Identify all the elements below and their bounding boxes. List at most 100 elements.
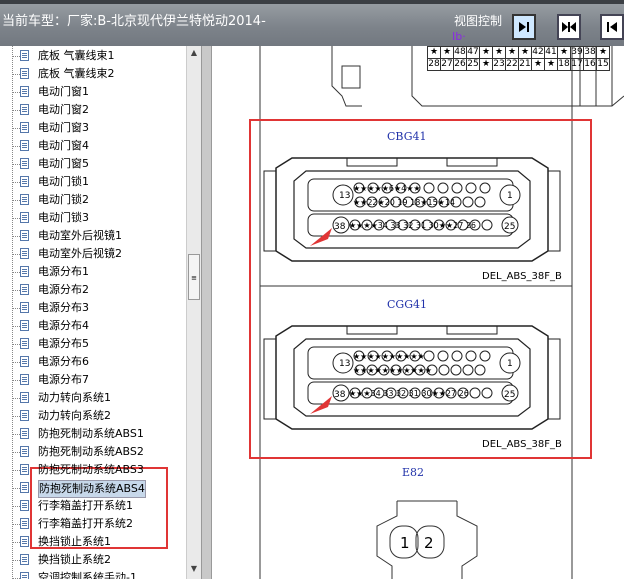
tree-connector-line (12, 110, 20, 111)
pin-cell: 23 (492, 58, 506, 71)
pin-hole (438, 196, 450, 208)
scroll-up-icon[interactable]: ▲ (190, 48, 198, 57)
pin-cell: ★ (479, 46, 493, 59)
view-next-button[interactable] (512, 14, 536, 40)
pin-cell: 26 (453, 58, 467, 71)
tree-item[interactable]: 电动门锁2 (38, 193, 89, 206)
pin-hole (465, 350, 477, 362)
tree-item[interactable]: 电源分布2 (38, 283, 89, 296)
pin-hole (433, 387, 445, 399)
pin-hole (366, 364, 378, 376)
tree-item[interactable]: 空调控制系统手动-1 (38, 571, 137, 579)
pin-hole (373, 219, 385, 231)
key-top-left (346, 157, 398, 167)
connector-inner (293, 338, 531, 417)
tree-item[interactable]: 换挡锁止系统1 (38, 535, 111, 548)
pin-hole (395, 350, 407, 362)
pin-hole (414, 364, 426, 376)
tree-item[interactable]: 换挡锁止系统2 (38, 553, 111, 566)
latch-left (263, 338, 277, 420)
e82-label: E82 (402, 466, 425, 479)
tree-item[interactable]: 电动门窗2 (38, 103, 89, 116)
scroll-thumb[interactable]: ≡ (188, 254, 200, 300)
tree-item[interactable]: 电动门锁3 (38, 211, 89, 224)
tree-item[interactable]: 电动门窗4 (38, 139, 89, 152)
pin-cell: 16 (583, 58, 597, 71)
pin-hole (469, 219, 481, 231)
tree-item[interactable]: 电动室外后视镜2 (38, 247, 122, 260)
tree-item[interactable]: 电源分布3 (38, 301, 89, 314)
pin-hole (354, 196, 366, 208)
view-fit-button[interactable] (557, 14, 581, 40)
tree-item[interactable]: 电动室外后视镜1 (38, 229, 122, 242)
tree-item[interactable]: 行李箱盖打开系统1 (38, 499, 133, 512)
tree-item[interactable]: 防抱死制动系统ABS3 (38, 463, 144, 476)
pin-cell: 28 (427, 58, 441, 71)
tree-item[interactable]: 动力转向系统1 (38, 391, 111, 404)
tree-connector-line (12, 128, 20, 129)
pin-number: 1 (507, 359, 513, 369)
tree-item[interactable]: 电源分布6 (38, 355, 89, 368)
connector-part-code: DEL_ABS_38F_B (482, 439, 562, 450)
pin-hole (381, 350, 393, 362)
pin-cell: ★ (427, 46, 441, 59)
tree-item[interactable]: 电动门窗1 (38, 85, 89, 98)
pin-hole (457, 219, 469, 231)
page-icon (20, 68, 29, 79)
tree-item[interactable]: 电源分布5 (38, 337, 89, 350)
tree-connector-line (12, 290, 20, 291)
pane-divider[interactable] (201, 46, 212, 579)
pin-row-text: ★★★34 33 32 31 30★★27 26 (349, 389, 469, 398)
pin-row-text: ★★★★34 33 32 31 30★★27 26 (349, 221, 476, 230)
pin-circle (501, 384, 519, 402)
pin-cell: ★ (557, 46, 571, 59)
arrow-left-bar-icon (607, 22, 617, 32)
tree-connector-line (12, 236, 20, 237)
pin-hole (402, 364, 414, 376)
tree-item[interactable]: 电源分布4 (38, 319, 89, 332)
tree-item[interactable]: 电动门窗3 (38, 121, 89, 134)
pin-hole (437, 182, 449, 194)
view-prev-button[interactable] (600, 14, 624, 40)
scroll-down-icon[interactable]: ▼ (190, 564, 198, 573)
pin-circle (499, 184, 521, 206)
tree-scrollbar[interactable]: ▲ ≡ ▼ (186, 46, 202, 579)
page-icon (20, 500, 29, 511)
page-icon (20, 356, 29, 367)
tree-connector-line (12, 254, 20, 255)
page-icon (20, 392, 29, 403)
e82-pin-2: 2 (424, 534, 434, 552)
tree-connector-line (12, 542, 20, 543)
connector-part-code: DEL_ABS_38F_B (482, 271, 562, 282)
tree-item[interactable]: 底板 气囊线束2 (38, 67, 115, 80)
pin-hole (409, 182, 421, 194)
zoom-icon[interactable]: Ib· (452, 30, 466, 43)
tree-item[interactable]: 底板 气囊线束1 (38, 49, 115, 62)
tree-item[interactable]: 电动门窗5 (38, 157, 89, 170)
pin-cell: 15 (596, 58, 610, 71)
tree-connector-line (12, 218, 20, 219)
tree-item[interactable]: 电源分布1 (38, 265, 89, 278)
tree-item[interactable]: 防抱死制动系统ABS2 (38, 445, 144, 458)
tree-item[interactable]: 防抱死制动系统ABS1 (38, 427, 144, 440)
pin-hole (479, 182, 491, 194)
page-icon (20, 86, 29, 97)
pin-hole (426, 196, 438, 208)
tree-connector-line (12, 416, 20, 417)
pin-circle (501, 216, 519, 234)
tree-guide-line (12, 46, 13, 579)
tree-item[interactable]: 电源分布7 (38, 373, 89, 386)
page-icon (20, 176, 29, 187)
tree-item[interactable]: 防抱死制动系统ABS4 (38, 480, 146, 498)
tree-item[interactable]: 电动门锁1 (38, 175, 89, 188)
pin-hole (421, 387, 433, 399)
tree-connector-line (12, 398, 20, 399)
pin-cell: ★ (596, 46, 610, 59)
pin-hole (421, 219, 433, 231)
tree-item[interactable]: 动力转向系统2 (38, 409, 111, 422)
latch-right (547, 170, 561, 252)
tree-item[interactable]: 行李箱盖打开系统2 (38, 517, 133, 530)
current-car-title: 当前车型：厂家:B-北京现代伊兰特悦动2014- (2, 14, 266, 29)
pin-hole (409, 350, 421, 362)
